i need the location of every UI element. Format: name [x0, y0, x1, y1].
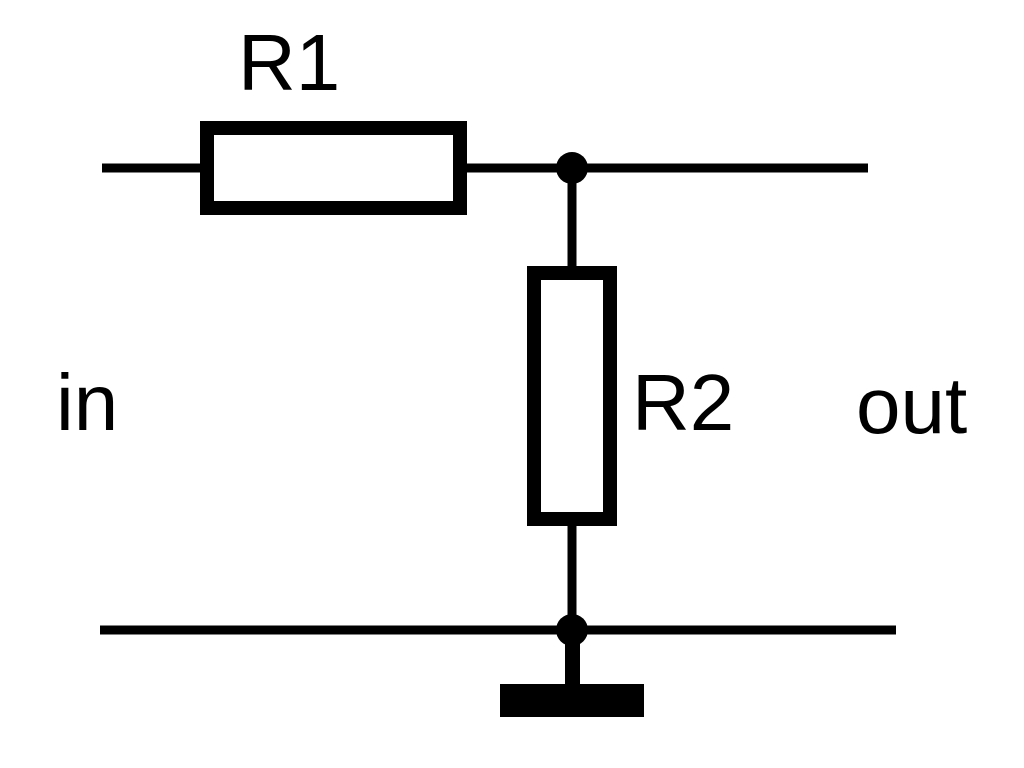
label-out: out	[856, 361, 967, 450]
ground-bar	[500, 684, 644, 717]
ground-stem	[565, 630, 580, 686]
resistor-r1	[200, 121, 467, 215]
junction-top	[556, 152, 588, 184]
label-r1: R1	[238, 18, 340, 107]
label-in: in	[56, 358, 118, 447]
label-r2: R2	[632, 358, 734, 447]
resistor-r2	[527, 266, 617, 526]
